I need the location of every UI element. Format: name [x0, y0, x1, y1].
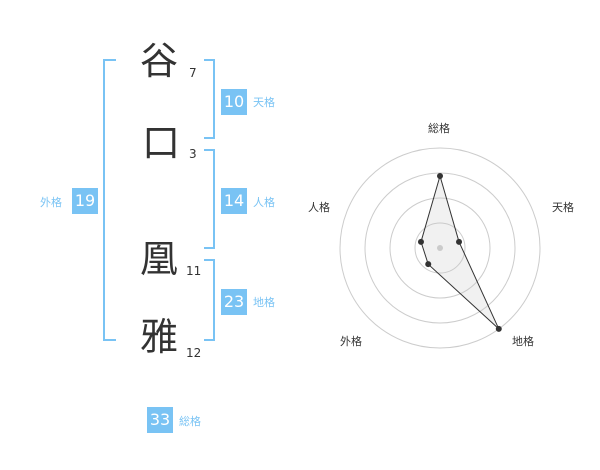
radar-series-polygon: [420, 174, 500, 330]
radar-axis-label-chikaku: 地格: [512, 335, 534, 348]
name-char-3: 凰: [140, 237, 179, 281]
name-char-4: 雅: [140, 315, 179, 359]
gaikaku-bracket: [103, 59, 116, 341]
name-char-1: 谷: [140, 39, 179, 83]
radar-axis-label-gaikaku: 外格: [340, 335, 362, 348]
stroke-count-4: 12: [186, 346, 202, 360]
radar-grid-ring: [339, 147, 541, 349]
soukaku-label: 総格: [179, 415, 201, 428]
radar-axis-label-tenkaku: 天格: [552, 201, 574, 214]
chikaku-label: 地格: [253, 296, 275, 309]
jinkaku-label: 人格: [253, 196, 275, 209]
radar-grid-ring: [414, 222, 466, 274]
radar-point-4: [425, 261, 432, 268]
chikaku-bracket: [204, 259, 215, 341]
soukaku-score: 33: [147, 407, 173, 433]
jinkaku-score: 14: [221, 188, 247, 214]
radar-axis-label-jinkaku: 人格: [308, 201, 330, 214]
name-char-2: 口: [142, 121, 181, 165]
stroke-count-3: 11: [186, 264, 202, 278]
radar-grid-ring: [389, 197, 491, 299]
radar-axis-label-soukaku: 総格: [428, 122, 450, 135]
radar-center-dot: [437, 245, 443, 251]
radar-chart: [339, 147, 541, 349]
jinkaku-bracket: [204, 149, 215, 249]
radar-point-1: [437, 173, 443, 179]
tenkaku-label: 天格: [253, 96, 275, 109]
tenkaku-score: 10: [221, 89, 247, 115]
radar-point-2: [456, 238, 463, 245]
radar-point-5: [417, 238, 424, 245]
gaikaku-score: 19: [72, 188, 98, 214]
gaikaku-label: 外格: [40, 196, 62, 209]
chikaku-score: 23: [221, 289, 247, 315]
stroke-count-1: 7: [189, 66, 197, 80]
tenkaku-bracket: [204, 59, 215, 139]
radar-point-3: [495, 325, 502, 332]
stroke-count-2: 3: [189, 147, 197, 161]
